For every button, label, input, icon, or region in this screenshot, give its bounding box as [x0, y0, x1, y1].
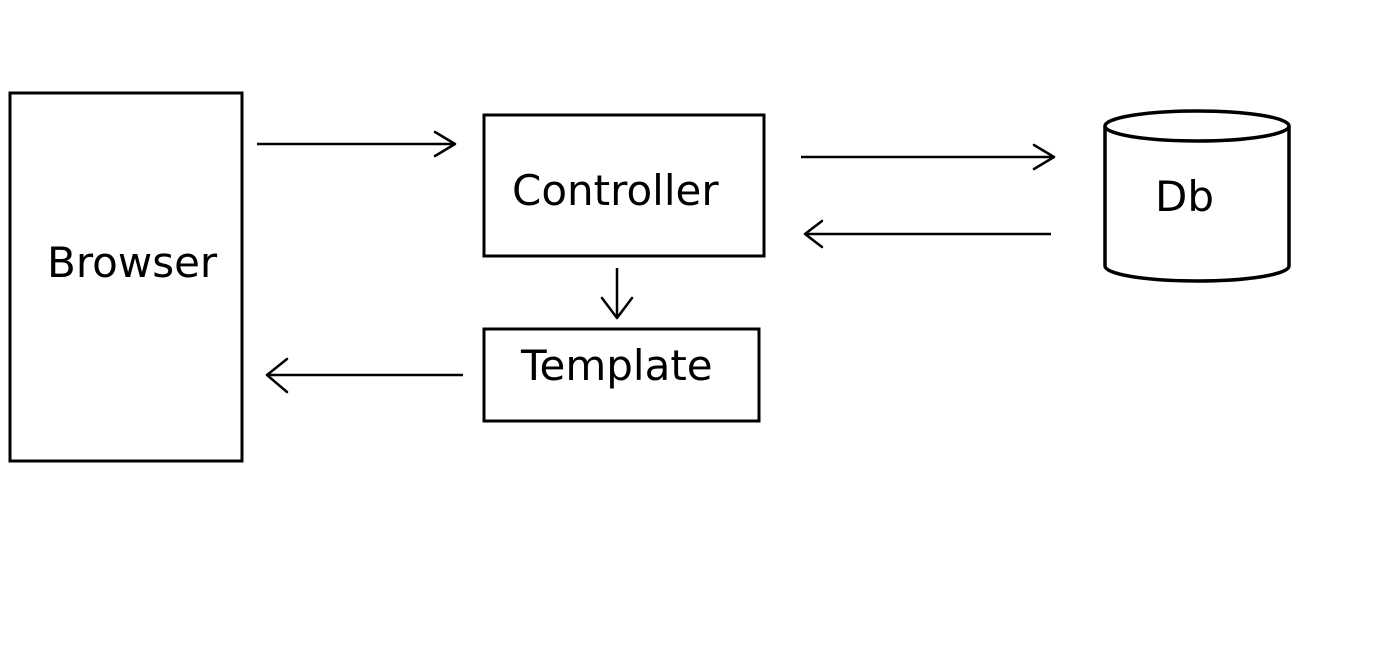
edge-template-to-browser	[265, 357, 463, 394]
db-cylinder-body	[1103, 126, 1291, 283]
browser-label: Browser	[47, 238, 218, 287]
edge-controller-to-db	[801, 143, 1056, 171]
template-label: Template	[520, 341, 713, 390]
edge-controller-to-db-arrowhead	[1032, 143, 1056, 171]
edge-db-to-controller	[803, 219, 1051, 249]
edge-db-to-controller-arrowhead	[803, 219, 824, 249]
edge-browser-to-controller	[257, 130, 457, 158]
edge-template-to-browser-arrowhead	[265, 357, 289, 394]
db-cylinder-top	[1103, 109, 1291, 143]
controller-label: Controller	[512, 166, 719, 215]
template-node: Template	[482, 327, 761, 423]
db-node: Db	[1103, 109, 1291, 283]
controller-box	[482, 113, 766, 258]
browser-node: Browser	[8, 91, 244, 463]
browser-box	[8, 91, 244, 463]
controller-node: Controller	[482, 113, 766, 258]
edge-controller-to-template	[600, 268, 634, 320]
edge-controller-to-template-arrowhead	[600, 296, 634, 320]
edge-browser-to-controller-arrowhead	[433, 130, 457, 158]
template-box	[482, 327, 761, 423]
db-label: Db	[1155, 172, 1214, 221]
